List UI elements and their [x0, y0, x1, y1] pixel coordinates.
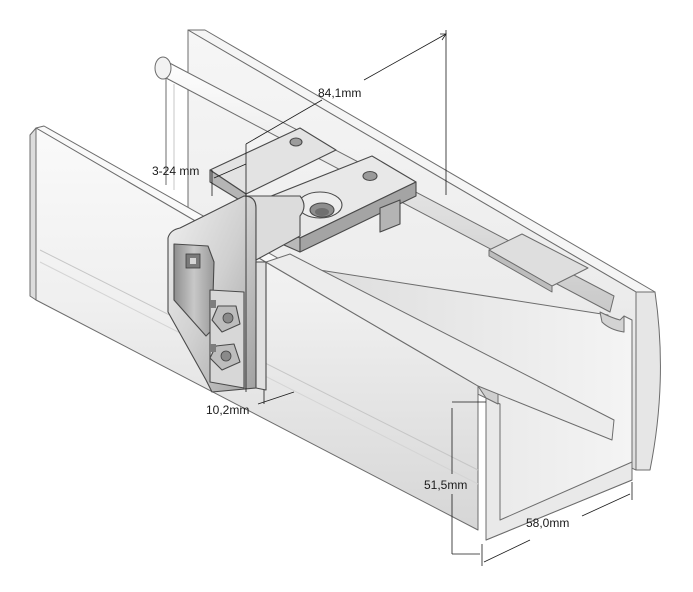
clamp-body [167, 195, 305, 393]
rail-web [265, 253, 615, 441]
dim-label-gap: 10,2mm [206, 403, 249, 417]
dim-label-clamp-width: 84,1mm [318, 86, 361, 100]
dim-label-rail-width: 58,0mm [526, 516, 569, 530]
dimension-lines [211, 30, 633, 566]
dim-label-clamp-range: 3-24 mm [152, 164, 199, 178]
top-tab [488, 233, 589, 293]
dim-label-rail-height: 51,5mm [424, 478, 467, 492]
